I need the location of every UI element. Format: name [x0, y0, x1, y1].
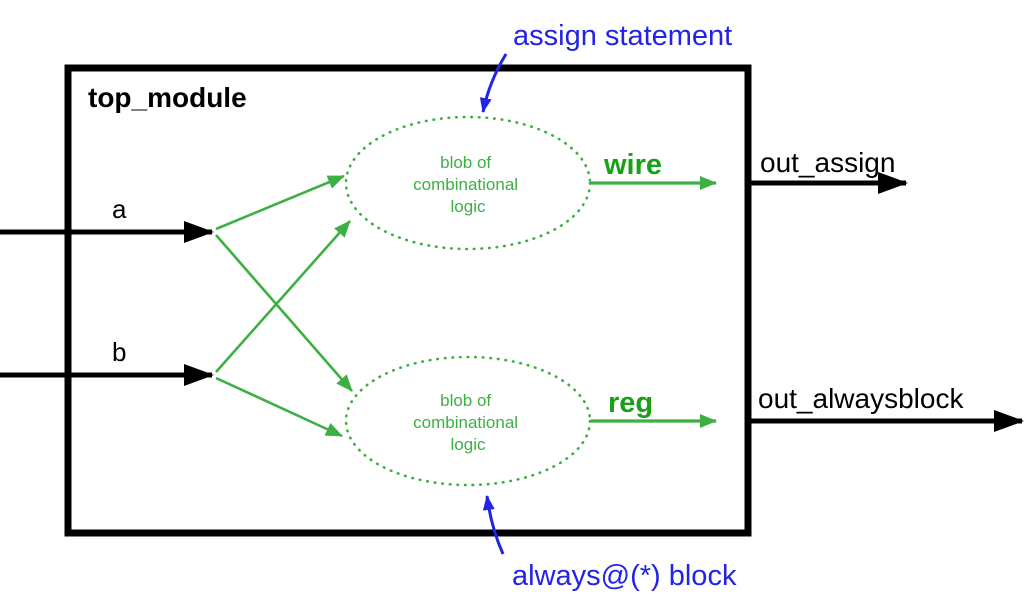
assign-blob-text-line: blob of [440, 153, 491, 172]
assign-blob-ellipse [344, 115, 592, 251]
always-blob-text: blob of combinational logic [413, 391, 523, 454]
wire-b-to-always-blob [215, 376, 343, 438]
wire-a-to-assign-blob [215, 174, 345, 231]
module-title: top_module [88, 82, 247, 113]
input-a-label: a [112, 194, 127, 224]
wire-label: wire [603, 149, 662, 181]
assign-blob-text-line: combinational [413, 175, 518, 194]
always-annotation-label: always@(*) block [512, 560, 737, 592]
assign-blob-text-line: logic [451, 197, 486, 216]
assign-annotation-arrow [479, 53, 508, 113]
always-blob-text-line: blob of [440, 391, 491, 410]
top-module-box [64, 64, 752, 537]
input-b-label: b [112, 337, 126, 367]
assign-annotation-label: assign statement [513, 20, 732, 52]
out-assign-label: out_assign [760, 147, 895, 178]
assign-blob-text: blob of combinational logic [413, 153, 523, 216]
always-blob-ellipse [344, 355, 592, 487]
wire-b-to-assign-blob [215, 220, 351, 373]
always-blob-text-line: combinational [413, 413, 518, 432]
reg-label: reg [608, 387, 653, 419]
out-alwaysblock-label: out_alwaysblock [758, 383, 964, 414]
always-blob-text-line: logic [451, 435, 486, 454]
always-annotation-arrow [482, 495, 505, 555]
wire-a-to-always-blob [215, 234, 353, 392]
